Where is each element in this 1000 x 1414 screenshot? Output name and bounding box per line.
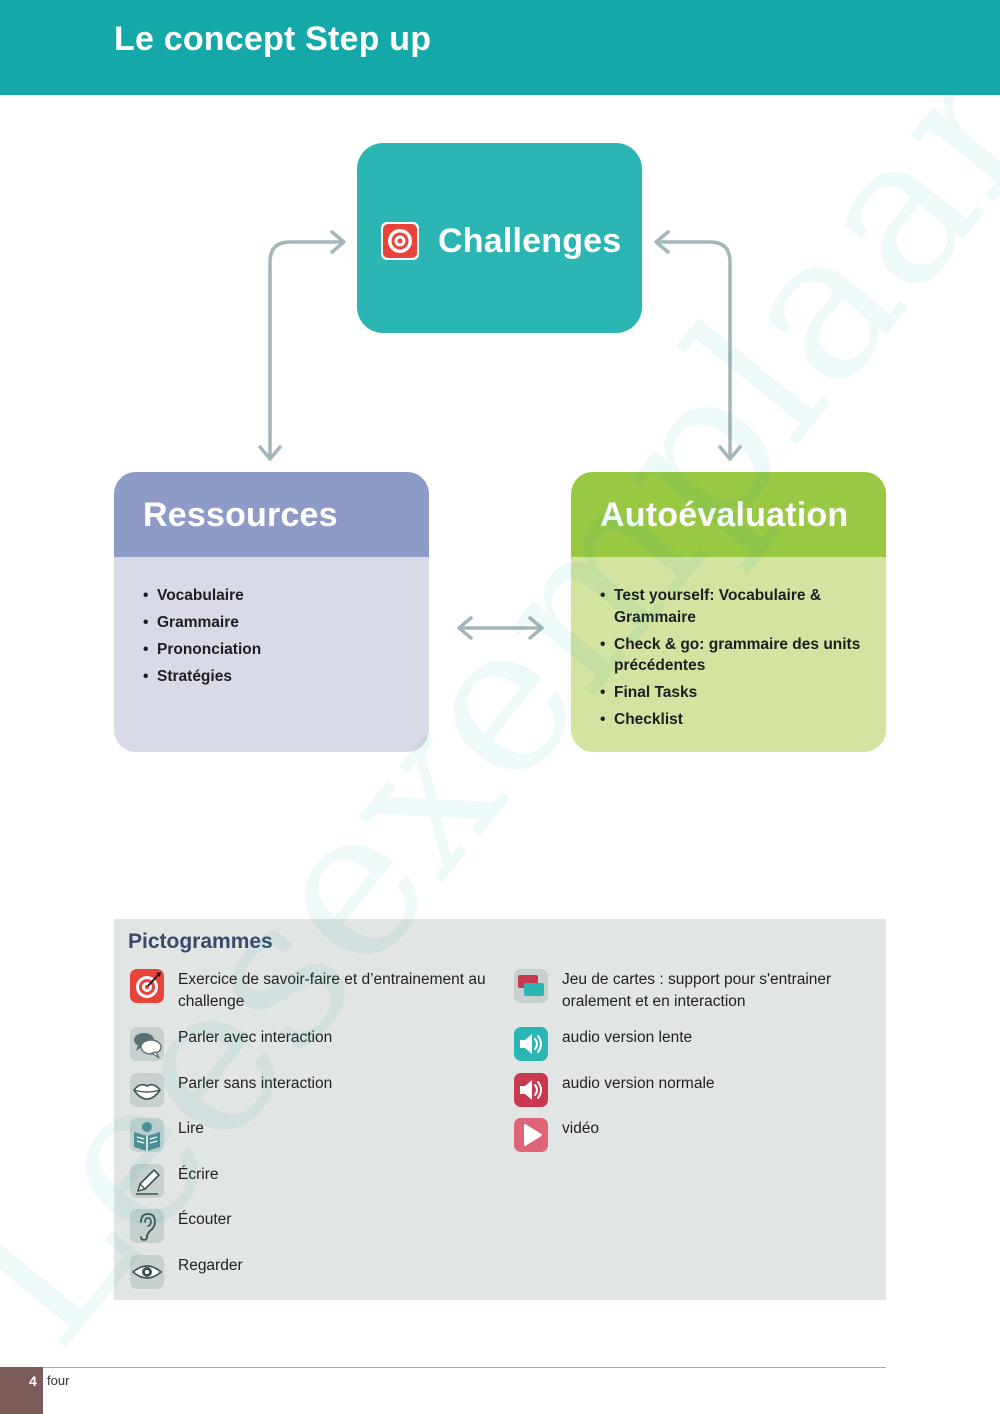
ressources-list: Vocabulaire Grammaire Prononciation Stra… — [114, 557, 429, 688]
list-item: Checklist — [600, 709, 866, 731]
arrowhead — [718, 445, 742, 461]
pictogrammes-panel: Pictogrammes Exercice de savoir-faire et… — [114, 919, 886, 1300]
page-number-word: four — [47, 1373, 70, 1388]
connector-challenges-ressources — [268, 240, 345, 460]
speaker-normal-icon — [514, 1073, 548, 1107]
list-item: Test yourself: Vocabulaire & Grammaire — [600, 585, 866, 628]
list-item: Check & go: grammaire des units précéden… — [600, 634, 866, 677]
play-icon — [514, 1118, 548, 1152]
picto-text: Parler avec interaction — [178, 1029, 333, 1046]
autoevaluation-title: Autoévaluation — [600, 496, 849, 534]
ressources-title: Ressources — [143, 496, 338, 534]
speaker-slow-icon — [514, 1027, 548, 1061]
speech-bubbles-icon — [130, 1027, 164, 1061]
list-item: Vocabulaire — [143, 585, 409, 607]
picto-text: vidéo — [562, 1120, 600, 1137]
page-header: Le concept Step up — [0, 0, 1000, 95]
arrowhead — [654, 230, 670, 254]
arrowhead — [330, 230, 346, 254]
list-item: Prononciation — [143, 639, 409, 661]
connector-challenges-autoevaluation — [655, 240, 732, 460]
diagram-connectors — [258, 230, 742, 640]
picto-text: Écouter — [178, 1211, 232, 1228]
picto-text: Exercice de savoir-faire et d’entraineme… — [178, 971, 486, 1010]
list-item: Final Tasks — [600, 682, 866, 704]
page-title: Le concept Step up — [114, 20, 432, 58]
picto-text: Regarder — [178, 1257, 243, 1274]
ressources-header: Ressources — [114, 472, 429, 557]
lips-icon — [130, 1073, 164, 1107]
list-item: Grammaire — [143, 612, 409, 634]
picto-text: Jeu de cartes : support pour s'entrainer… — [562, 971, 832, 1010]
picto-text: Lire — [178, 1120, 204, 1137]
autoevaluation-box: Autoévaluation Test yourself: Vocabulair… — [571, 472, 886, 752]
challenges-label: Challenges — [438, 222, 622, 260]
ear-icon — [130, 1209, 164, 1243]
arrowhead — [258, 445, 282, 461]
picto-text: audio version lente — [562, 1029, 693, 1046]
challenges-box: Challenges — [357, 143, 642, 333]
footer-rule — [0, 1367, 886, 1368]
target-icon — [381, 222, 419, 260]
list-item: Stratégies — [143, 666, 409, 688]
target-icon — [130, 969, 164, 1003]
pencil-icon — [130, 1164, 164, 1198]
page-number: 4 — [29, 1373, 37, 1389]
autoevaluation-header: Autoévaluation — [571, 472, 886, 557]
arrowhead — [457, 616, 473, 640]
reader-book-icon — [130, 1118, 164, 1152]
eye-icon — [130, 1255, 164, 1289]
footer-tab — [0, 1367, 43, 1414]
picto-text: Parler sans interaction — [178, 1075, 333, 1092]
pictogrammes-title: Pictogrammes — [128, 930, 273, 953]
picto-text: Écrire — [178, 1166, 219, 1183]
ressources-box: Ressources Vocabulaire Grammaire Prononc… — [114, 472, 429, 752]
autoevaluation-list: Test yourself: Vocabulaire & Grammaire C… — [571, 557, 886, 731]
picto-text: audio version normale — [562, 1075, 715, 1092]
cards-icon — [514, 969, 548, 1003]
arrowhead — [528, 616, 544, 640]
